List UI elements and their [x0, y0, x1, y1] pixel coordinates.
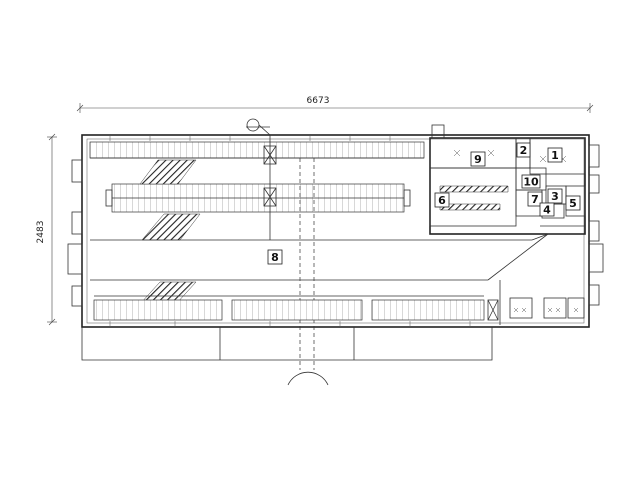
room-2-marker: 2: [516, 142, 531, 158]
room-6-marker: 6: [434, 192, 450, 208]
room-8-marker: 8: [267, 249, 283, 265]
hatched-ramp-upper: [139, 159, 197, 185]
room-5-marker: 5: [565, 195, 581, 211]
room-4-marker: 4: [539, 202, 555, 217]
service-area: [429, 124, 586, 235]
room-3-marker: 3: [547, 188, 563, 204]
room-3-label: 3: [551, 190, 559, 203]
middle-stall-block: [105, 183, 411, 213]
central-aisle: [90, 225, 585, 325]
room-7-label: 7: [531, 193, 539, 206]
length-dimension: 6673: [76, 96, 594, 113]
lower-stall-rows: [93, 295, 499, 321]
room-9-marker: 9: [470, 151, 486, 167]
central-feed-line: [246, 118, 277, 240]
room-9-label: 9: [474, 153, 482, 166]
room-2-label: 2: [520, 144, 528, 157]
room-6-label: 6: [438, 194, 446, 207]
room-5-label: 5: [569, 197, 577, 210]
room-8-label: 8: [271, 251, 279, 264]
room-7-marker: 7: [527, 191, 543, 207]
outdoor-yard: [81, 327, 493, 386]
room-10-label: 10: [523, 176, 539, 189]
dashed-centerlines: [299, 158, 315, 370]
length-dimension-label: 6673: [307, 96, 330, 106]
room-4-label: 4: [543, 204, 551, 217]
hatched-ramp-middle: [141, 213, 201, 241]
room-1-label: 1: [551, 149, 559, 162]
upper-stall-row: [89, 141, 425, 159]
room-1-marker: 1: [547, 147, 563, 163]
width-dimension-label: 2483: [36, 221, 46, 244]
left-openings: [67, 144, 604, 307]
width-dimension: 2483: [36, 133, 57, 326]
room-10-marker: 10: [521, 174, 541, 189]
feeder-boxes: [509, 297, 585, 319]
